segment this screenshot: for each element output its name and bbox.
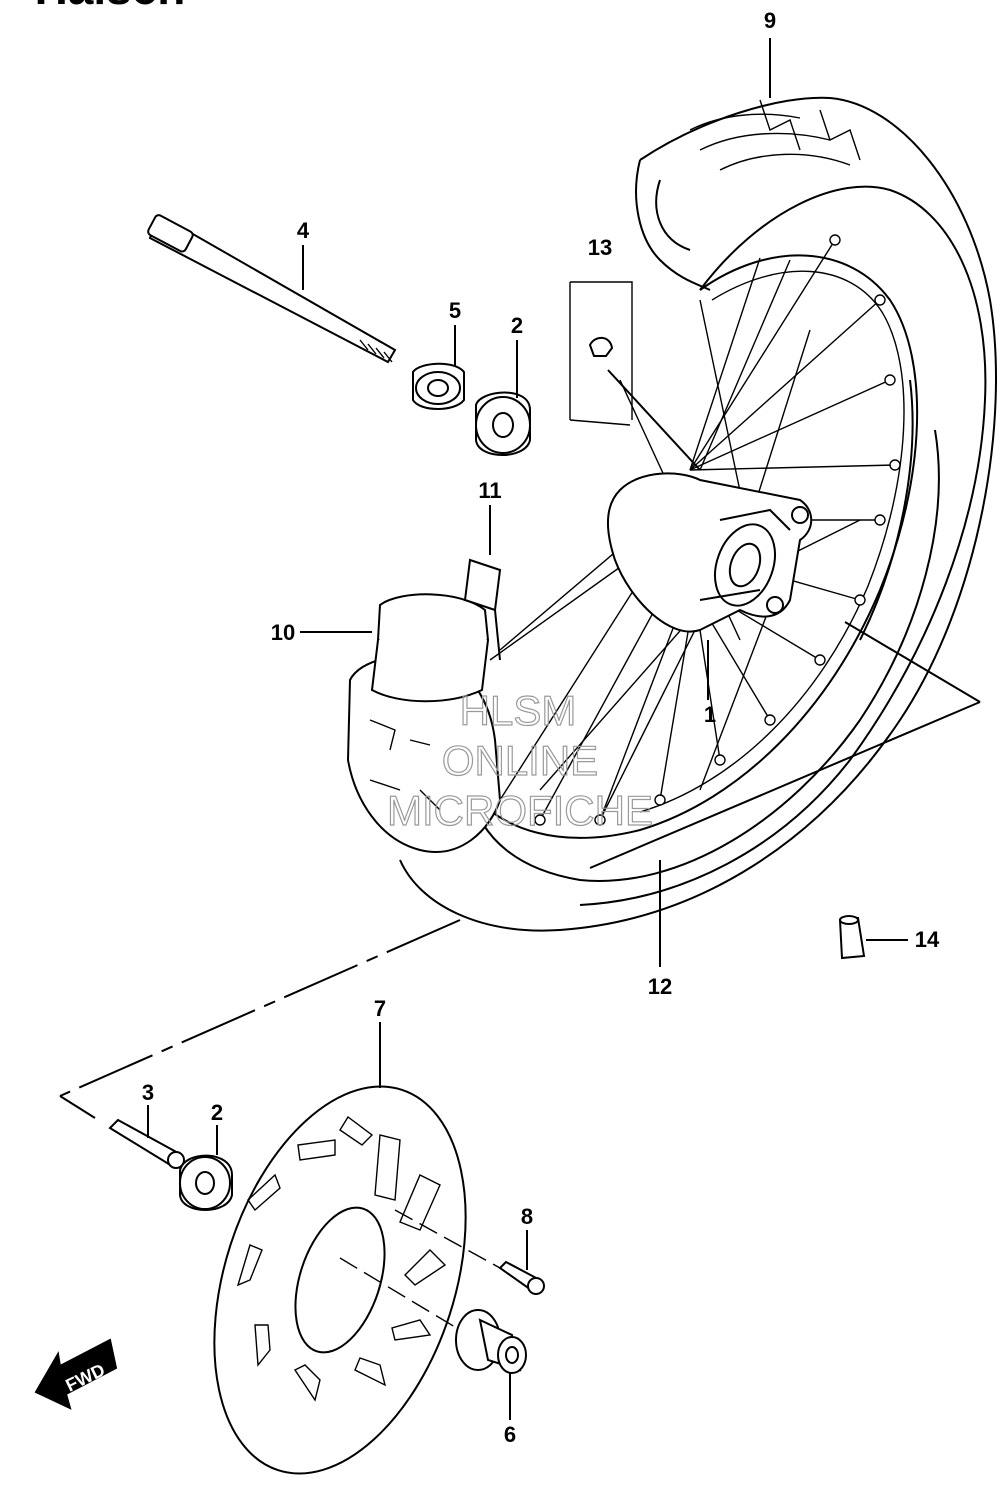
callout-2-lower: 2 [211,1100,223,1125]
leader-lines [147,38,908,1420]
callout-6: 6 [504,1422,516,1447]
brake-disc [213,1085,467,1475]
valve [569,281,701,471]
collar [108,1118,185,1169]
tire [399,96,997,932]
watermark: HLSM ONLINE MICROFICHE [386,686,653,834]
watermark-line-3: MICROFICHE [387,787,653,834]
fwd-arrow-icon [34,1338,118,1410]
watermark-line-2: ONLINE [442,737,598,784]
callout-5: 5 [449,298,461,323]
spacer-lower [455,1309,527,1374]
axle [147,214,397,364]
disc-guard [346,558,502,853]
hub [607,472,813,633]
callout-8: 8 [521,1204,533,1229]
callout-7: 7 [374,996,386,1021]
callout-10: 10 [271,620,295,645]
callout-14: 14 [915,927,940,952]
callout-9: 9 [764,8,776,33]
callout-labels: 9 4 13 5 2 11 10 1 14 12 7 3 2 8 6 [142,8,940,1447]
fwd-badge: FWD [34,1338,118,1410]
rim [469,254,940,882]
disc-bolt [498,1260,545,1295]
bearing-upper [475,391,531,456]
callout-1: 1 [704,702,716,727]
balance-weight [838,915,866,960]
assembly-axis-lines [59,621,981,1331]
spacer [412,362,465,410]
bearing-lower [179,1154,233,1211]
callout-4: 4 [297,218,310,243]
callout-11: 11 [478,478,501,503]
title-fragment: Halsch [35,0,186,14]
callout-13: 13 [588,235,612,260]
callout-2-upper: 2 [511,313,523,338]
watermark-line-1: HLSM [460,687,577,734]
callout-3: 3 [142,1080,154,1105]
callout-12: 12 [648,974,672,999]
